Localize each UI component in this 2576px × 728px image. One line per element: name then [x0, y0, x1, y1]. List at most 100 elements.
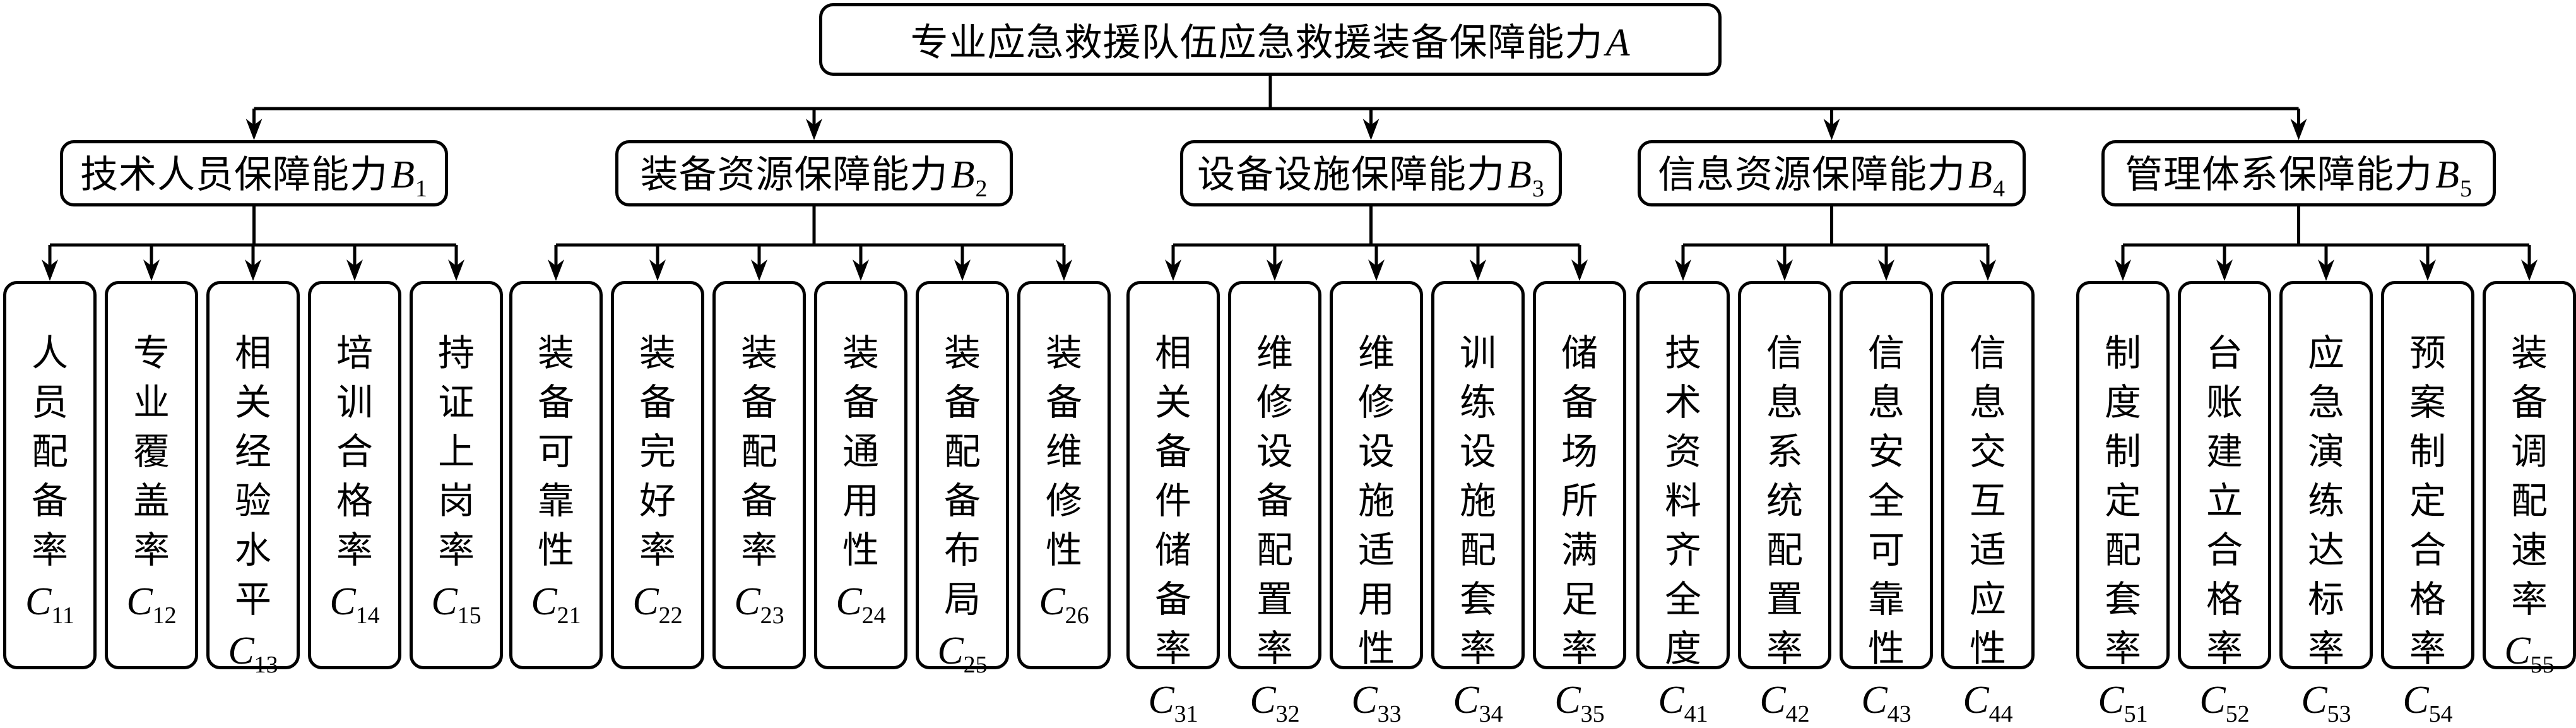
b-node-4: 信息资源保障能力B4 [1638, 140, 2026, 206]
c-node-code: C42 [1759, 679, 1810, 727]
c-node-code: C41 [1658, 679, 1708, 727]
b-arrow-head [806, 119, 822, 140]
c-node-code: C33 [1351, 679, 1402, 727]
c-arrow-head [42, 260, 58, 281]
c-node-55: 装备调配速率 C55 [2483, 281, 2576, 678]
c-node-41: 技术资料齐全度 C41 [1636, 281, 1730, 727]
c-node-35: 储备场所满足率 C35 [1533, 281, 1626, 727]
c-node-13: 相关经验水平 C13 [206, 281, 300, 678]
b-node-1: 技术人员保障能力B1 [60, 140, 448, 206]
c-node-code: C32 [1250, 679, 1300, 727]
c-arrow-head [954, 260, 971, 281]
b-node-sub: 5 [2459, 176, 2473, 202]
b-node-label: 装备资源保障能力B2 [641, 144, 988, 203]
b-arrow-head [1823, 119, 1840, 140]
c-node-text: 培训合格率 [336, 331, 373, 571]
c-node-text: 信息交互适应性 [1969, 331, 2006, 670]
b-node-text: 信息资源保障能力 [1658, 153, 1966, 197]
b-node-3: 设备设施保障能力B3 [1180, 140, 1562, 206]
c-node-code: C12 [126, 580, 177, 629]
c-arrow-head [1980, 260, 1996, 281]
b-node-2: 装备资源保障能力B2 [615, 140, 1013, 206]
c-node-text: 台账建立合格率 [2206, 331, 2243, 670]
b-node-label: 信息资源保障能力B4 [1658, 144, 2006, 203]
c-node-text: 相关备件储备率 [1154, 331, 1191, 670]
c-node-text: 信息系统配置率 [1766, 331, 1803, 670]
c-node-text: 信息安全可靠性 [1867, 331, 1905, 670]
c-arrow-head [1368, 260, 1385, 281]
b-node-var: B [1508, 153, 1532, 196]
c-node-code: C51 [2098, 679, 2148, 727]
c-node-53: 应急演练达标率 C53 [2279, 281, 2373, 727]
c-node-code: C25 [937, 630, 988, 678]
hierarchy-connectors [42, 76, 2538, 281]
c-node-text: 技术资料齐全度 [1664, 331, 1701, 670]
b-node-text: 管理体系保障能力 [2125, 153, 2433, 197]
c-node-33: 维修设施适用性 C33 [1330, 281, 1423, 727]
c-arrow-head [143, 260, 160, 281]
c-arrow-head [548, 260, 564, 281]
b-node-sub: 4 [1992, 176, 2006, 202]
b-node-sub: 3 [1532, 176, 1545, 202]
c-node-code: C55 [2504, 630, 2555, 678]
c-node-text: 应急演练达标率 [2307, 331, 2344, 670]
c-arrow-head [853, 260, 869, 281]
c-node-text: 装备配备布局 [943, 331, 981, 621]
c-arrow-head [1878, 260, 1894, 281]
c-node-code: C14 [329, 580, 380, 629]
c-arrow-head [1776, 260, 1793, 281]
c-node-code: C24 [836, 580, 886, 629]
b-arrow-head [245, 119, 263, 140]
c-arrow-head [1571, 260, 1588, 281]
c-node-text: 维修设施适用性 [1357, 331, 1395, 670]
b-node-label: 技术人员保障能力B1 [80, 144, 428, 203]
b-arrow-head [1362, 119, 1380, 140]
c-node-code: C26 [1039, 580, 1089, 629]
c-node-text: 储备场所满足率 [1561, 331, 1598, 670]
c-node-code: C31 [1148, 679, 1198, 727]
c-node-text: 预案制定合格率 [2409, 331, 2446, 670]
c-node-code: C35 [1554, 679, 1605, 727]
b-node-var: B [391, 153, 415, 196]
c-node-code: C34 [1453, 679, 1503, 727]
b-node-label: 管理体系保障能力B5 [2125, 144, 2473, 203]
c-node-text: 人员配备率 [31, 331, 68, 571]
b-node-text: 设备设施保障能力 [1197, 153, 1506, 197]
b-node-label: 设备设施保障能力B3 [1197, 144, 1545, 203]
root-label: 专业应急救援队伍应急救援装备保障能力A [910, 21, 1631, 65]
c-arrow-head [2419, 260, 2436, 281]
c-node-24: 装备通用性 C24 [814, 281, 907, 669]
c-arrow-head [448, 260, 464, 281]
b-node-sub: 1 [415, 176, 428, 202]
c-arrow-head [2115, 260, 2131, 281]
c-node-text: 制度制定配套率 [2104, 331, 2141, 670]
c-arrow-head [1165, 260, 1181, 281]
c-node-text: 装备通用性 [842, 331, 879, 571]
c-node-text: 持证上岗率 [437, 331, 475, 571]
c-node-31: 相关备件储备率 C31 [1126, 281, 1220, 727]
b-node-text: 技术人员保障能力 [80, 153, 389, 197]
c-node-25: 装备配备布局 C25 [916, 281, 1009, 678]
c-node-text: 装备调配速率 [2510, 331, 2548, 621]
c-node-code: C13 [228, 630, 278, 678]
c-arrow-head [649, 260, 666, 281]
c-node-code: C53 [2301, 679, 2351, 727]
c-arrow-head [1056, 260, 1072, 281]
c-node-42: 信息系统配置率 C42 [1738, 281, 1831, 727]
b-node-sub: 2 [975, 176, 988, 202]
c-node-text: 相关经验水平 [234, 331, 271, 621]
c-arrow-head [2216, 260, 2233, 281]
b-arrow-head [2290, 119, 2307, 140]
c-arrow-head [1675, 260, 1691, 281]
c-arrow-head [245, 260, 261, 281]
